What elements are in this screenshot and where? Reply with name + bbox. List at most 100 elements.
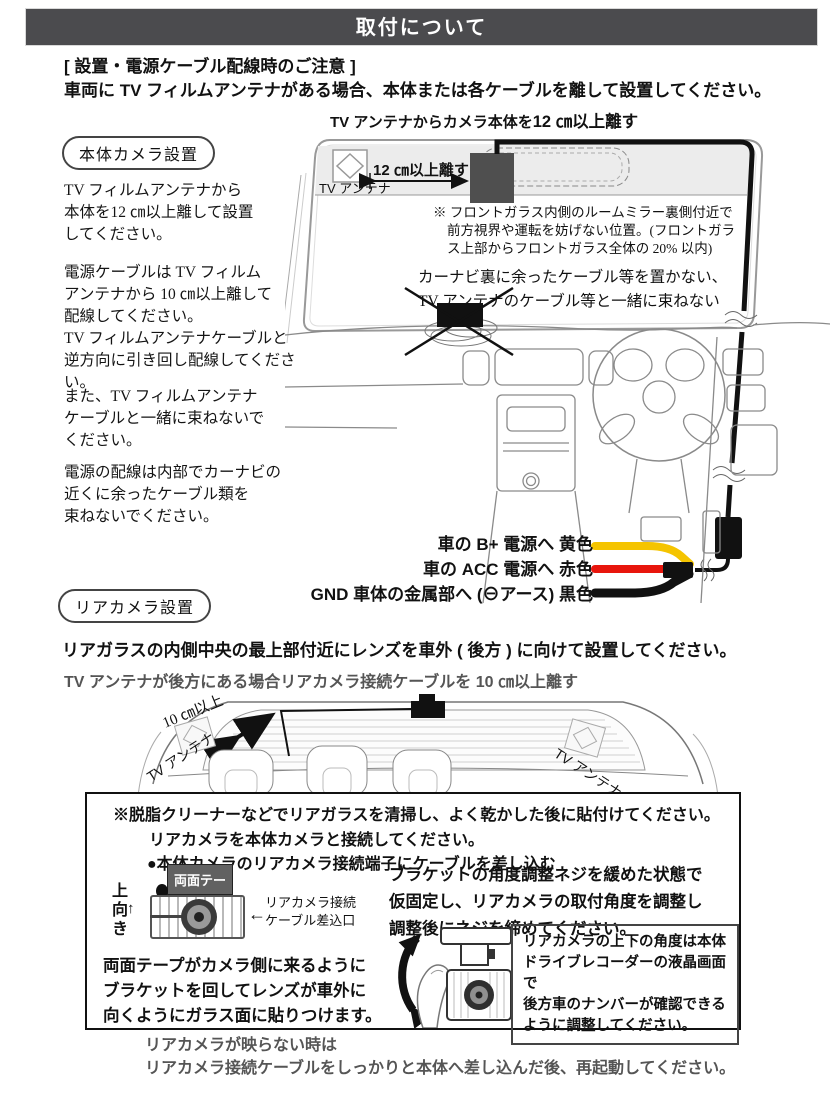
rear-subline: TV アンテナが後方にある場合リアカメラ接続ケーブルを 10 ㎝以上離す <box>64 674 578 691</box>
pedal-wide <box>640 516 682 542</box>
dash-cluster <box>494 348 584 386</box>
caption-prefix: TV アンテナからカメラ本体を <box>330 114 533 131</box>
bracket-nub <box>156 884 168 898</box>
dash-top-edge-right <box>752 321 830 326</box>
cable-to-connector <box>695 558 730 572</box>
wire-label-bplus: 車の B+ 電源へ 黄色 <box>437 535 593 554</box>
a-pillar-line <box>285 174 302 312</box>
intro-note: [ 設置・電源ケーブル配線時のご注意 ] 車両に TV フィルムアンテナがある場… <box>64 55 771 103</box>
box-line3: ●本体カメラのリアカメラ接続端子にケーブルを差し込む <box>147 856 556 873</box>
wire-label-gnd: GND 車体の金属部へ (⊖アース) 黒色 <box>310 585 593 604</box>
distance-label: 12 ㎝以上離す <box>373 161 469 179</box>
camera-cable-lower <box>725 484 733 518</box>
prohibit-cross-2 <box>404 286 514 357</box>
page-title: 取付について <box>25 8 818 46</box>
right-panel-vent2 <box>726 384 766 412</box>
rear-camera-icon-top <box>419 694 435 702</box>
cable-break-squiggle-2b <box>712 474 746 482</box>
cable-break-squiggle-2 <box>712 466 746 474</box>
bracket-plate <box>440 927 512 945</box>
mirror-note-line2: 前方視界や運転を妨げない位置。(フロントガラ <box>447 222 735 238</box>
caption-distance: 12 ㎝以上離す <box>532 113 639 131</box>
wheel-cutout-br <box>682 413 720 445</box>
intro-line2: 車両に TV フィルムアンテナがある場合、本体または各ケーブルを離して設置してく… <box>64 81 772 100</box>
center-console <box>496 394 576 492</box>
camera-cable-top <box>494 139 755 312</box>
angle-note-box: リアカメラの上下の角度は本体 ドライブレコーダーの液晶画面で 後方車のナンバーが… <box>511 924 739 1045</box>
adjust-screw <box>488 949 495 959</box>
power-socket-icon <box>522 472 540 490</box>
dash-left-line2 <box>285 426 398 429</box>
bracket-hinge <box>460 943 489 966</box>
double-sided-tape-label: 両面テープ <box>167 864 233 919</box>
antenna-diamond-right <box>563 718 607 758</box>
pedal-narrow <box>702 510 721 554</box>
antenna-diamond-left <box>173 716 217 756</box>
dash-top-edge <box>285 324 738 336</box>
rear-window-diagram: 10 ㎝以上 TV アンテナ TV アンテナ <box>137 692 719 796</box>
curved-adjust-arrow <box>398 933 431 1028</box>
right-panel-pocket <box>730 424 778 476</box>
jack-label-line2: ケーブル差込口 <box>265 913 356 928</box>
tv-antenna-label: TV アンテナ <box>319 181 391 196</box>
front-paragraph-1: TV フィルムアンテナから 本体を12 ㎝以上離して設置 してください。 <box>64 182 254 243</box>
rear-camera-instruction-box: ※脱脂クリーナーなどでリアガラスを清掃し、よく乾かした後に貼付けてください。 リ… <box>85 792 741 1045</box>
tv-antenna-diamond <box>335 152 365 180</box>
ground-wire <box>590 569 694 598</box>
up-arrow-icon: ↑ <box>127 900 135 917</box>
power-socket-core <box>525 475 537 487</box>
camera-cable-right <box>729 331 745 464</box>
camera-lens-core-2 <box>475 991 483 999</box>
front-paragraph-3: また、TV フィルムアンテナ ケーブルと一緒に束ねないで ください。 <box>64 388 265 449</box>
intro-line1: [ 設置・電源ケーブル配線時のご注意 ] <box>64 57 356 76</box>
rear-camera-icon <box>411 701 445 718</box>
front-camera-badge: 本体カメラ設置 <box>62 136 216 170</box>
cable-break-squiggle-1b <box>724 319 758 327</box>
footer-line2: リアカメラ接続ケーブルをしっかりと本体へ差し込んだ後、再起動してください。 <box>145 1060 736 1077</box>
fuse-box-icon <box>715 517 742 559</box>
orientation-label: 上向き <box>109 882 126 939</box>
front-paragraph-2: 電源ケーブルは TV フィルム アンテナから 10 ㎝以上離して 配線してくださ… <box>64 264 296 391</box>
cable-break-squiggle-1 <box>724 311 758 319</box>
tape-instruction-note: 両面テープがカメラ側に来るように ブラケットを回してレンズが車外に 向くようにガ… <box>103 957 382 1025</box>
steering-column-right <box>680 458 690 514</box>
car-body-hint-right <box>692 733 719 796</box>
windshield-dashboard-diagram: TV アンテナ 12 ㎝以上離す ※ フロントガラス内側のルームミラー裏側付近で… <box>285 139 830 604</box>
front-paragraph-4: 電源の配線は内部でカーナビの 近くに余ったケーブル類を 束ねないでください。 <box>64 464 282 525</box>
wheel-cutout-right <box>665 348 705 382</box>
dash-left-line1 <box>285 383 464 388</box>
camera-lens-core <box>194 912 204 922</box>
steering-wheel-rim <box>592 328 726 462</box>
cable-break-squiggle-3b <box>707 558 715 582</box>
footer-note: リアカメラが映らない時は リアカメラ接続ケーブルをしっかりと本体へ差し込んだ後、… <box>145 1034 735 1080</box>
a-pillar-line2 <box>286 172 307 344</box>
wire-connector <box>663 562 693 578</box>
camera-seam-line <box>150 915 186 918</box>
steering-column-left <box>628 458 638 514</box>
wheel-cutout-bl <box>598 413 636 445</box>
wire-label-acc: 車の ACC 電源へ 赤色 <box>423 560 593 579</box>
box-line1: ※脱脂クリーナーなどでリアガラスを清掃し、よく乾かした後に貼付けてください。 <box>113 807 720 824</box>
dash-note-line2: TV アンテナのケーブル等と一緒に束ねない <box>418 291 720 310</box>
angle-adjust-illustration <box>398 927 512 1028</box>
right-panel-vent1 <box>722 348 764 376</box>
dash-vent-right <box>588 350 614 386</box>
jack-label-line1: リアカメラ接続 <box>265 895 357 910</box>
wheel-hub <box>642 380 676 414</box>
left-arrow-icon: ← <box>248 904 266 924</box>
box-line2: リアカメラを本体カメラと接続してください。 <box>149 832 485 849</box>
jack-label: リアカメラ接続 ケーブル差込口 <box>265 894 356 930</box>
rear-camera-cable <box>279 708 412 757</box>
front-camera-icon <box>470 153 514 203</box>
car-body-hint-left <box>137 731 162 796</box>
footer-line1: リアカメラが映らない時は <box>145 1037 338 1054</box>
headrests <box>208 745 452 796</box>
mirror-note-line1: ※ フロントガラス内側のルームミラー裏側付近で <box>433 205 733 220</box>
rear-camera-badge: リアカメラ設置 <box>58 589 212 623</box>
rear-distance-arrow <box>198 712 276 772</box>
console-screen <box>506 406 566 432</box>
door-edge-right <box>700 336 718 604</box>
console-flare-right <box>574 490 591 604</box>
windshield-caption: TV アンテナからカメラ本体を12 ㎝以上離す <box>330 108 638 132</box>
